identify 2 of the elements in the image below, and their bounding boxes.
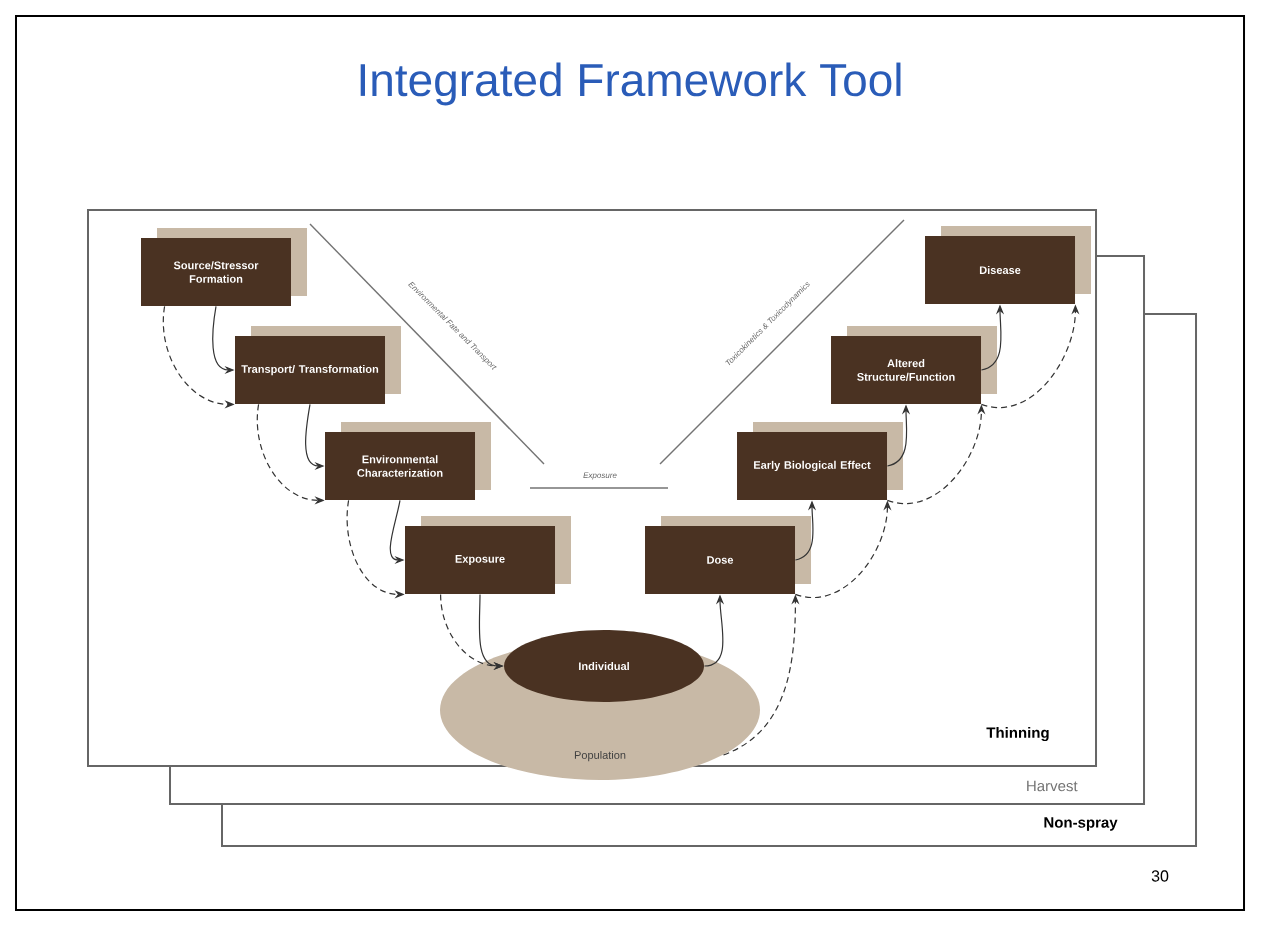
page-number: 30 [1151,870,1169,882]
slide-title: Integrated Framework Tool [360,62,901,106]
